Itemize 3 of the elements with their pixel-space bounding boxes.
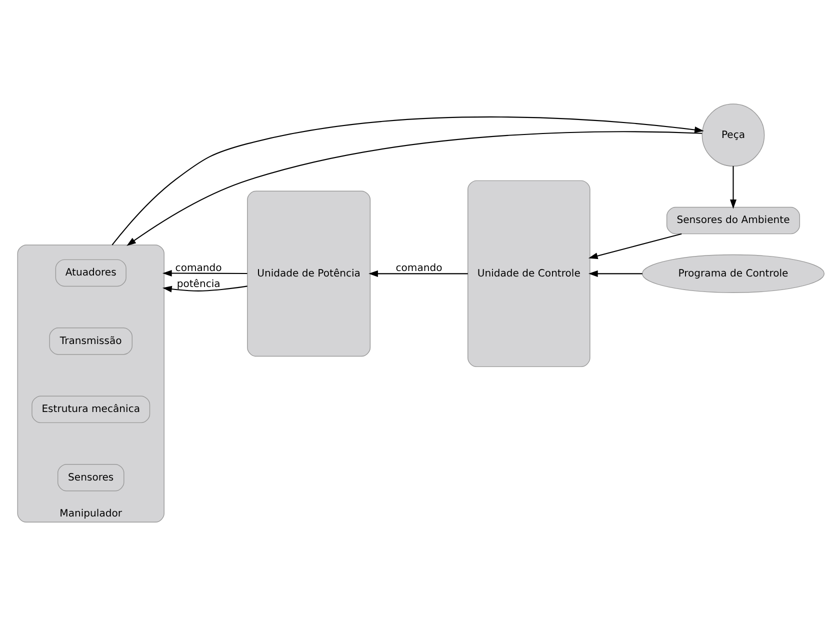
edge-label: comando — [174, 262, 222, 274]
edge-label: comando — [395, 262, 442, 274]
edge-label: potência — [176, 278, 220, 290]
